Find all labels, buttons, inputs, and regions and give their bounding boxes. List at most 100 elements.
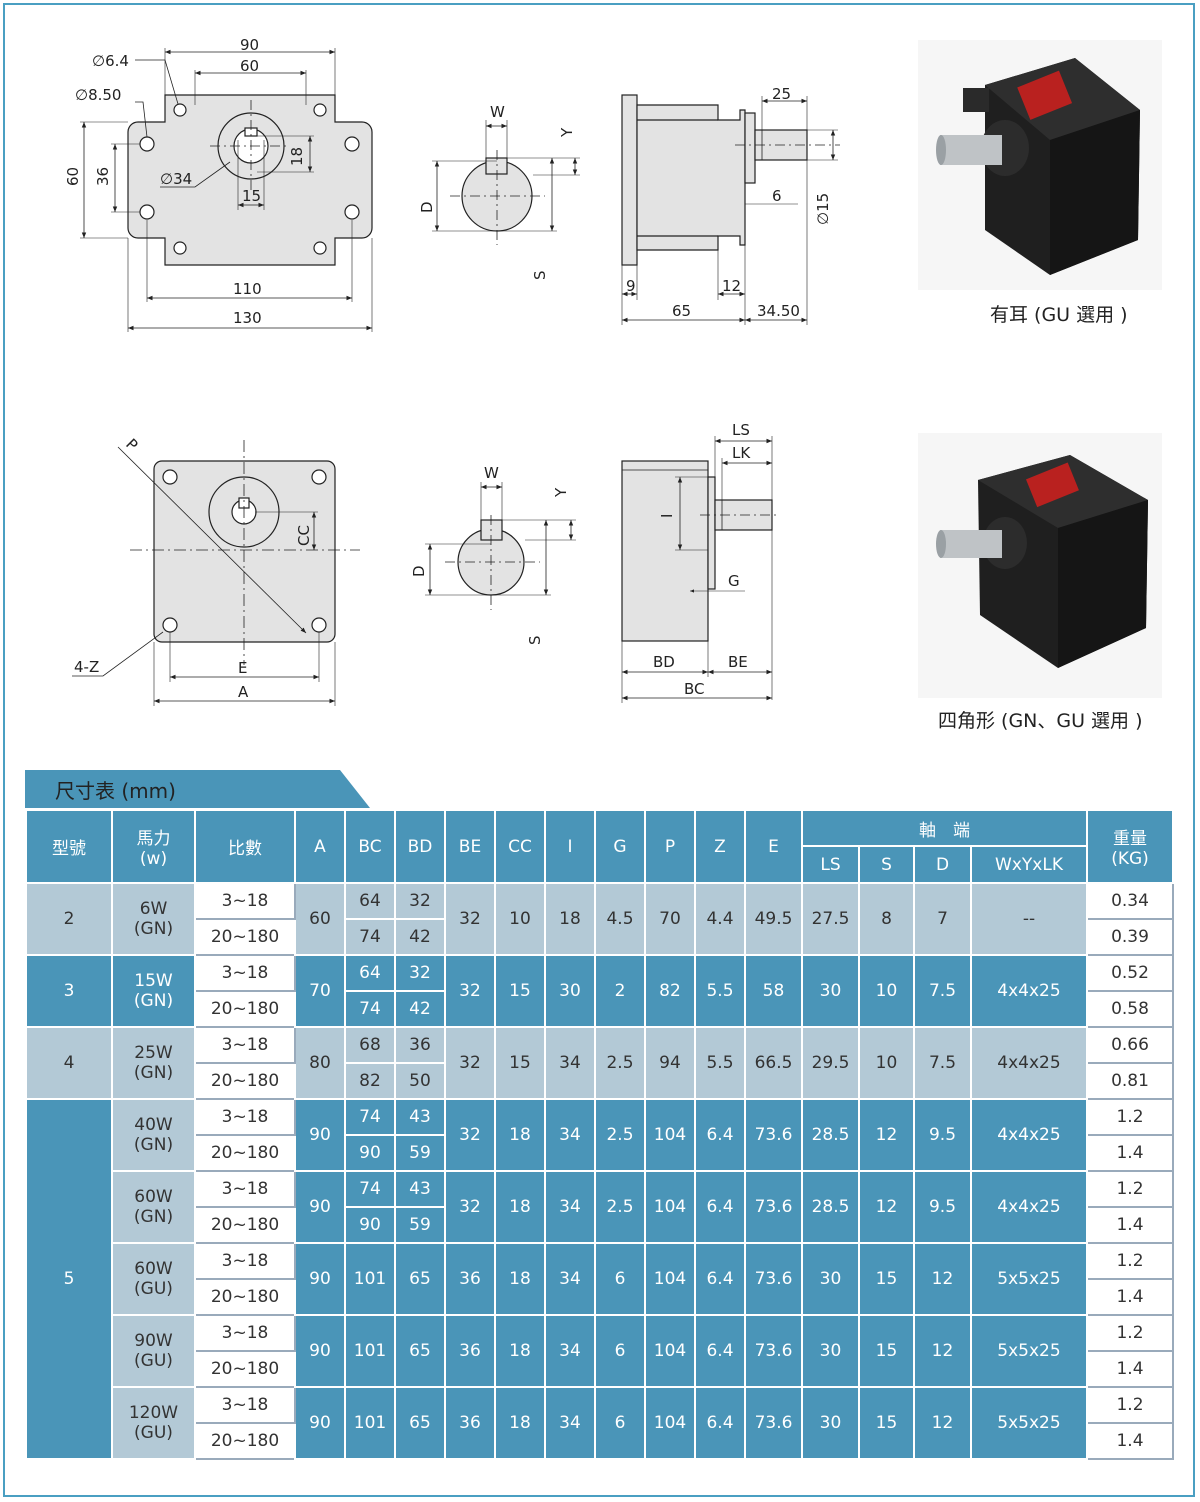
cell-p: 82 [644,954,696,1028]
power-value: 90W [134,1331,173,1351]
cell-ratio: 3~18 [194,1098,296,1136]
cell-bc: 101 [344,1314,396,1388]
cell-s: 15 [858,1242,915,1316]
cell-p: 70 [644,882,696,956]
cell-cc: 18 [494,1098,546,1172]
power-type: (GN) [133,991,174,1011]
power-type: (GN) [133,1135,174,1155]
cell-ratio: 20~180 [194,1422,296,1460]
cell-power: 15W(GN) [111,954,196,1028]
cell-weight: 1.4 [1086,1206,1174,1244]
cell-cc: 15 [494,1026,546,1100]
cell-ratio: 20~180 [194,1206,296,1244]
cell-s: 10 [858,954,915,1028]
cell-weight: 0.66 [1086,1026,1174,1064]
power-type: (GN) [133,1207,174,1227]
cell-key: 4x4x25 [970,1026,1088,1100]
svg-text:36: 36 [94,167,112,186]
cell-ratio: 20~180 [194,1134,296,1172]
svg-text:60: 60 [64,167,82,186]
power-value: 15W [134,971,173,991]
header-d: D [913,845,972,884]
cell-i: 18 [544,882,596,956]
cell-bd: 32 [394,882,446,920]
cell-bc: 74 [344,918,396,956]
cell-p: 94 [644,1026,696,1100]
cell-s: 10 [858,1026,915,1100]
cell-cc: 15 [494,954,546,1028]
cell-s: 8 [858,882,915,956]
cell-bc: 64 [344,882,396,920]
cell-ls: 30 [801,1242,860,1316]
dimension-table: 型號 馬力(w) 比數 A BC BD BE CC I G P Z E 軸 端 … [25,809,1174,1460]
svg-text:W: W [484,464,499,482]
cell-p: 104 [644,1098,696,1172]
cell-bc: 101 [344,1242,396,1316]
cell-ratio: 3~18 [194,1242,296,1280]
cell-a: 70 [294,954,346,1028]
svg-text:I: I [658,514,676,518]
cell-d: 7 [913,882,972,956]
power-value: 6W [139,899,168,919]
cell-g: 6 [594,1242,646,1316]
cell-cc: 10 [494,882,546,956]
cell-z: 6.4 [694,1098,746,1172]
header-key: WxYxLK [970,845,1088,884]
cell-a: 90 [294,1098,346,1172]
svg-text:∅34: ∅34 [160,170,192,188]
svg-text:12: 12 [722,277,741,295]
cell-key: 4x4x25 [970,1098,1088,1172]
svg-text:P: P [122,435,141,454]
cell-e: 73.6 [744,1242,803,1316]
cell-a: 60 [294,882,346,956]
cell-ls: 30 [801,954,860,1028]
shaft-section-top [432,120,580,245]
cell-bd: 32 [394,954,446,992]
cell-bd: 43 [394,1170,446,1208]
header-weight: 重量(KG) [1086,809,1174,884]
cell-d: 12 [913,1386,972,1460]
square-front-view [72,440,360,706]
svg-text:130: 130 [233,309,262,327]
cell-ls: 27.5 [801,882,860,956]
cell-e: 73.6 [744,1098,803,1172]
cell-ratio: 3~18 [194,1170,296,1208]
cell-a: 90 [294,1242,346,1316]
cell-bc: 64 [344,954,396,992]
cell-model: 3 [25,954,113,1028]
svg-text:65: 65 [672,302,691,320]
power-type: (GU) [134,1279,173,1299]
cell-weight: 1.4 [1086,1278,1174,1316]
cell-bc: 101 [344,1386,396,1460]
cell-s: 15 [858,1386,915,1460]
cell-be: 32 [444,954,496,1028]
svg-text:LS: LS [732,421,750,439]
svg-text:BE: BE [728,653,748,671]
svg-text:Y: Y [552,487,570,498]
cell-ratio: 20~180 [194,990,296,1028]
cell-g: 2.5 [594,1170,646,1244]
cell-weight: 1.4 [1086,1134,1174,1172]
cell-weight: 0.52 [1086,954,1174,992]
power-value: 60W [134,1187,173,1207]
cell-bc: 82 [344,1062,396,1100]
svg-text:∅15: ∅15 [814,193,832,225]
cell-weight: 1.2 [1086,1386,1174,1424]
header-e: E [744,809,803,884]
cell-p: 104 [644,1170,696,1244]
cell-e: 66.5 [744,1026,803,1100]
svg-text:D: D [418,201,436,213]
header-bd: BD [394,809,446,884]
cell-ls: 30 [801,1314,860,1388]
cell-g: 6 [594,1314,646,1388]
gearhead-side-view-bottom [621,436,780,703]
cell-bd: 59 [394,1206,446,1244]
power-value: 40W [134,1115,173,1135]
